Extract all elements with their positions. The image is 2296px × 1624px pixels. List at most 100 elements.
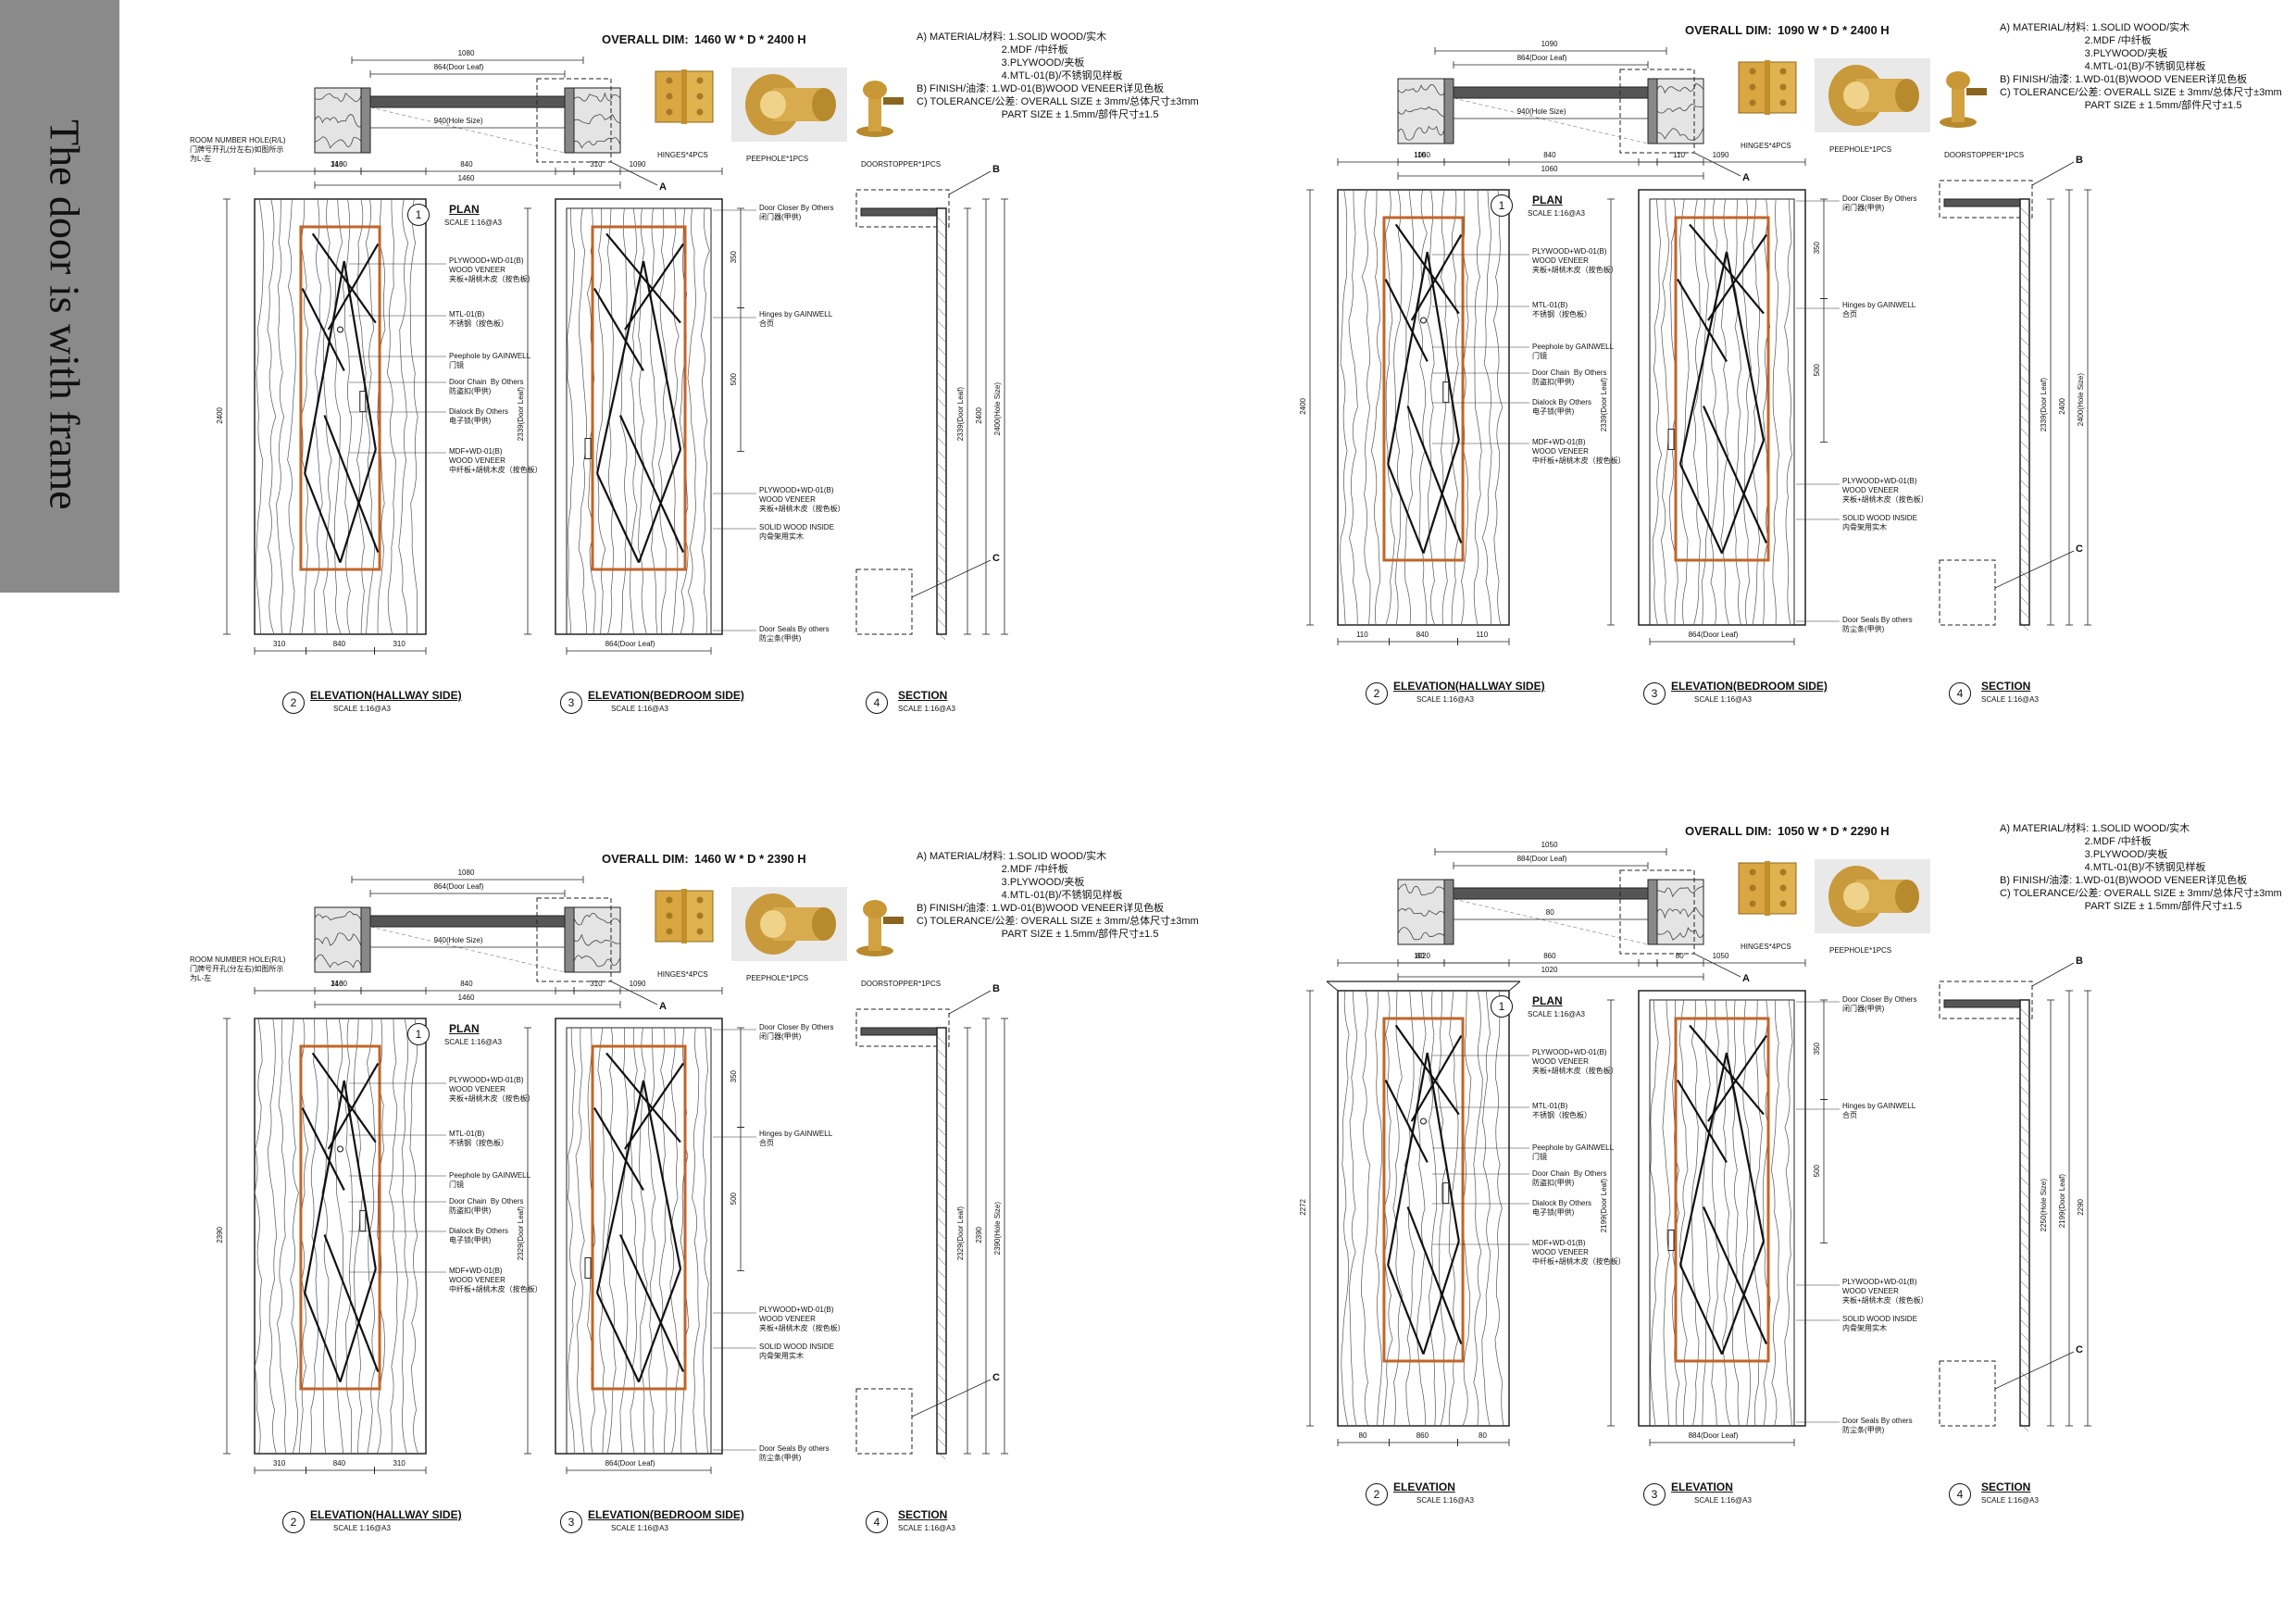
peephole-end: [812, 88, 836, 121]
peephole-mark: [1420, 317, 1427, 324]
plan-door-swing: [1453, 898, 1649, 945]
detail-leader: [911, 1379, 992, 1418]
grain-line: [314, 136, 362, 149]
section-hatch: [937, 1140, 946, 1149]
section-hatch: [937, 476, 946, 485]
grain-line: [1752, 198, 1761, 626]
inlay-line: [624, 1062, 684, 1150]
plan-wall-hatch: [314, 93, 362, 149]
grain-line: [1656, 906, 1704, 919]
peephole-photo: [1815, 859, 1930, 933]
section-hatch: [2020, 518, 2029, 528]
grain-line: [287, 198, 296, 635]
section-hatch: [2020, 1203, 2029, 1212]
detail-callout-B: B: [992, 983, 1000, 994]
hinges-caption: HINGES*4PCS: [1741, 943, 1791, 951]
section-hatch: [2020, 622, 2029, 631]
dimension-label: 2400: [216, 407, 224, 424]
dimension-label: 500: [1813, 1164, 1821, 1177]
peephole-lens: [1843, 882, 1869, 910]
hallway-elevation-outline: [1337, 990, 1510, 1427]
view-number-circle: 1: [1491, 995, 1513, 1018]
dimension-label: 884(Door Leaf): [1688, 1431, 1739, 1440]
dimension-label: 350: [730, 1070, 738, 1083]
dimension-label: 2400(Hole Size): [993, 381, 1002, 435]
grain-line: [1361, 189, 1371, 626]
note-peephole: Peephole by GAINWELL 门镜: [1532, 343, 1615, 360]
section-title: SECTION: [1981, 680, 2031, 693]
grain-line: [1397, 907, 1445, 917]
handle: [1667, 429, 1675, 450]
section-hatch: [937, 489, 946, 498]
note-closer: Door Closer By Others 闭门器(甲供): [759, 204, 834, 221]
hallway-elevation-title: ELEVATION(HALLWAY SIDE): [1393, 680, 1545, 693]
inlay-line: [605, 1052, 681, 1143]
inlay-line: [619, 1234, 684, 1372]
room-number-note: ROOM NUMBER HOLE(R/L) 门牌号开孔(分左右)如图所示 为L-…: [190, 956, 286, 982]
section-hatch: [937, 1282, 946, 1292]
section-hatch: [2020, 311, 2029, 320]
inlay-line: [1394, 223, 1460, 315]
hallway-elevation-scale: SCALE 1:16@A3: [1416, 695, 1474, 704]
dimension-label: 884(Door Leaf): [1516, 855, 1567, 863]
note-hinges: Hinges by GAINWELL 合页: [759, 310, 833, 328]
inlay-line: [1387, 463, 1425, 555]
grain-line: [630, 1027, 638, 1455]
detail-callout-C: C: [2076, 1344, 2083, 1355]
grain-line: [638, 207, 647, 635]
dimension-label: 1090: [629, 160, 646, 169]
hinge-screw-hole: [1779, 99, 1787, 106]
view-number-circle: 1: [1491, 194, 1513, 217]
hinge-screw-hole: [696, 928, 704, 935]
section-hatch: [2020, 570, 2029, 580]
section-hatch: [2020, 1086, 2029, 1095]
section-hatch: [2020, 1164, 2029, 1173]
section-hatch: [937, 333, 946, 343]
note-solid-wood: SOLID WOOD INSIDE 内骨架用实木: [1842, 514, 1917, 531]
grain-line: [314, 114, 362, 128]
inlay-line: [595, 1080, 645, 1293]
section-hatch: [937, 385, 946, 394]
inlay-line: [323, 415, 380, 553]
section-hatch: [2020, 1371, 2029, 1380]
section-hatch: [2020, 324, 2029, 333]
grain-line: [321, 1018, 330, 1455]
peephole-lens: [760, 910, 786, 938]
dimension-label: 310: [331, 160, 343, 169]
grain-line: [1348, 189, 1358, 626]
section-hatch: [937, 450, 946, 459]
grain-line: [1397, 883, 1445, 895]
view-number-circle: 4: [1949, 682, 1971, 705]
section-hatch: [937, 1308, 946, 1318]
view-number-circle: 2: [1366, 682, 1388, 705]
section-leaf: [2019, 198, 2030, 626]
section-hatch: [2020, 350, 2029, 359]
hallway-elevation-title: ELEVATION(HALLWAY SIDE): [310, 689, 462, 702]
peephole-photo: [731, 68, 847, 142]
grain-line: [377, 198, 386, 635]
grain-line: [567, 207, 575, 635]
plan-frame-left: [1443, 78, 1454, 144]
peephole-caption: PEEPHOLE*1PCS: [1829, 946, 1892, 955]
inlay-line: [624, 243, 684, 331]
section-hatch: [2020, 531, 2029, 541]
peephole-end: [812, 907, 836, 941]
inlay-line: [1387, 1264, 1425, 1355]
hinge-screw-hole: [666, 77, 673, 84]
section-hatch: [937, 294, 946, 304]
plan-wall-hatch: [1397, 883, 1445, 941]
plan-door-swing: [369, 926, 566, 973]
dimension-label: 1050: [1712, 952, 1729, 960]
section-hatch: [937, 1360, 946, 1369]
grain-line: [1650, 999, 1659, 1427]
grain-line: [1656, 927, 1704, 941]
detail-leader: [1994, 550, 2075, 589]
detail-leader: [2031, 161, 2075, 186]
dimension-label: 2400: [975, 407, 983, 424]
plan-frame-right: [1647, 78, 1658, 144]
hallway-inlay-pattern: [1384, 223, 1463, 555]
hinge-screw-hole: [1779, 884, 1787, 892]
inlay-line: [1387, 251, 1429, 465]
dimension-label: 2390(Hole Size): [993, 1201, 1002, 1255]
inlay-line: [596, 472, 640, 564]
